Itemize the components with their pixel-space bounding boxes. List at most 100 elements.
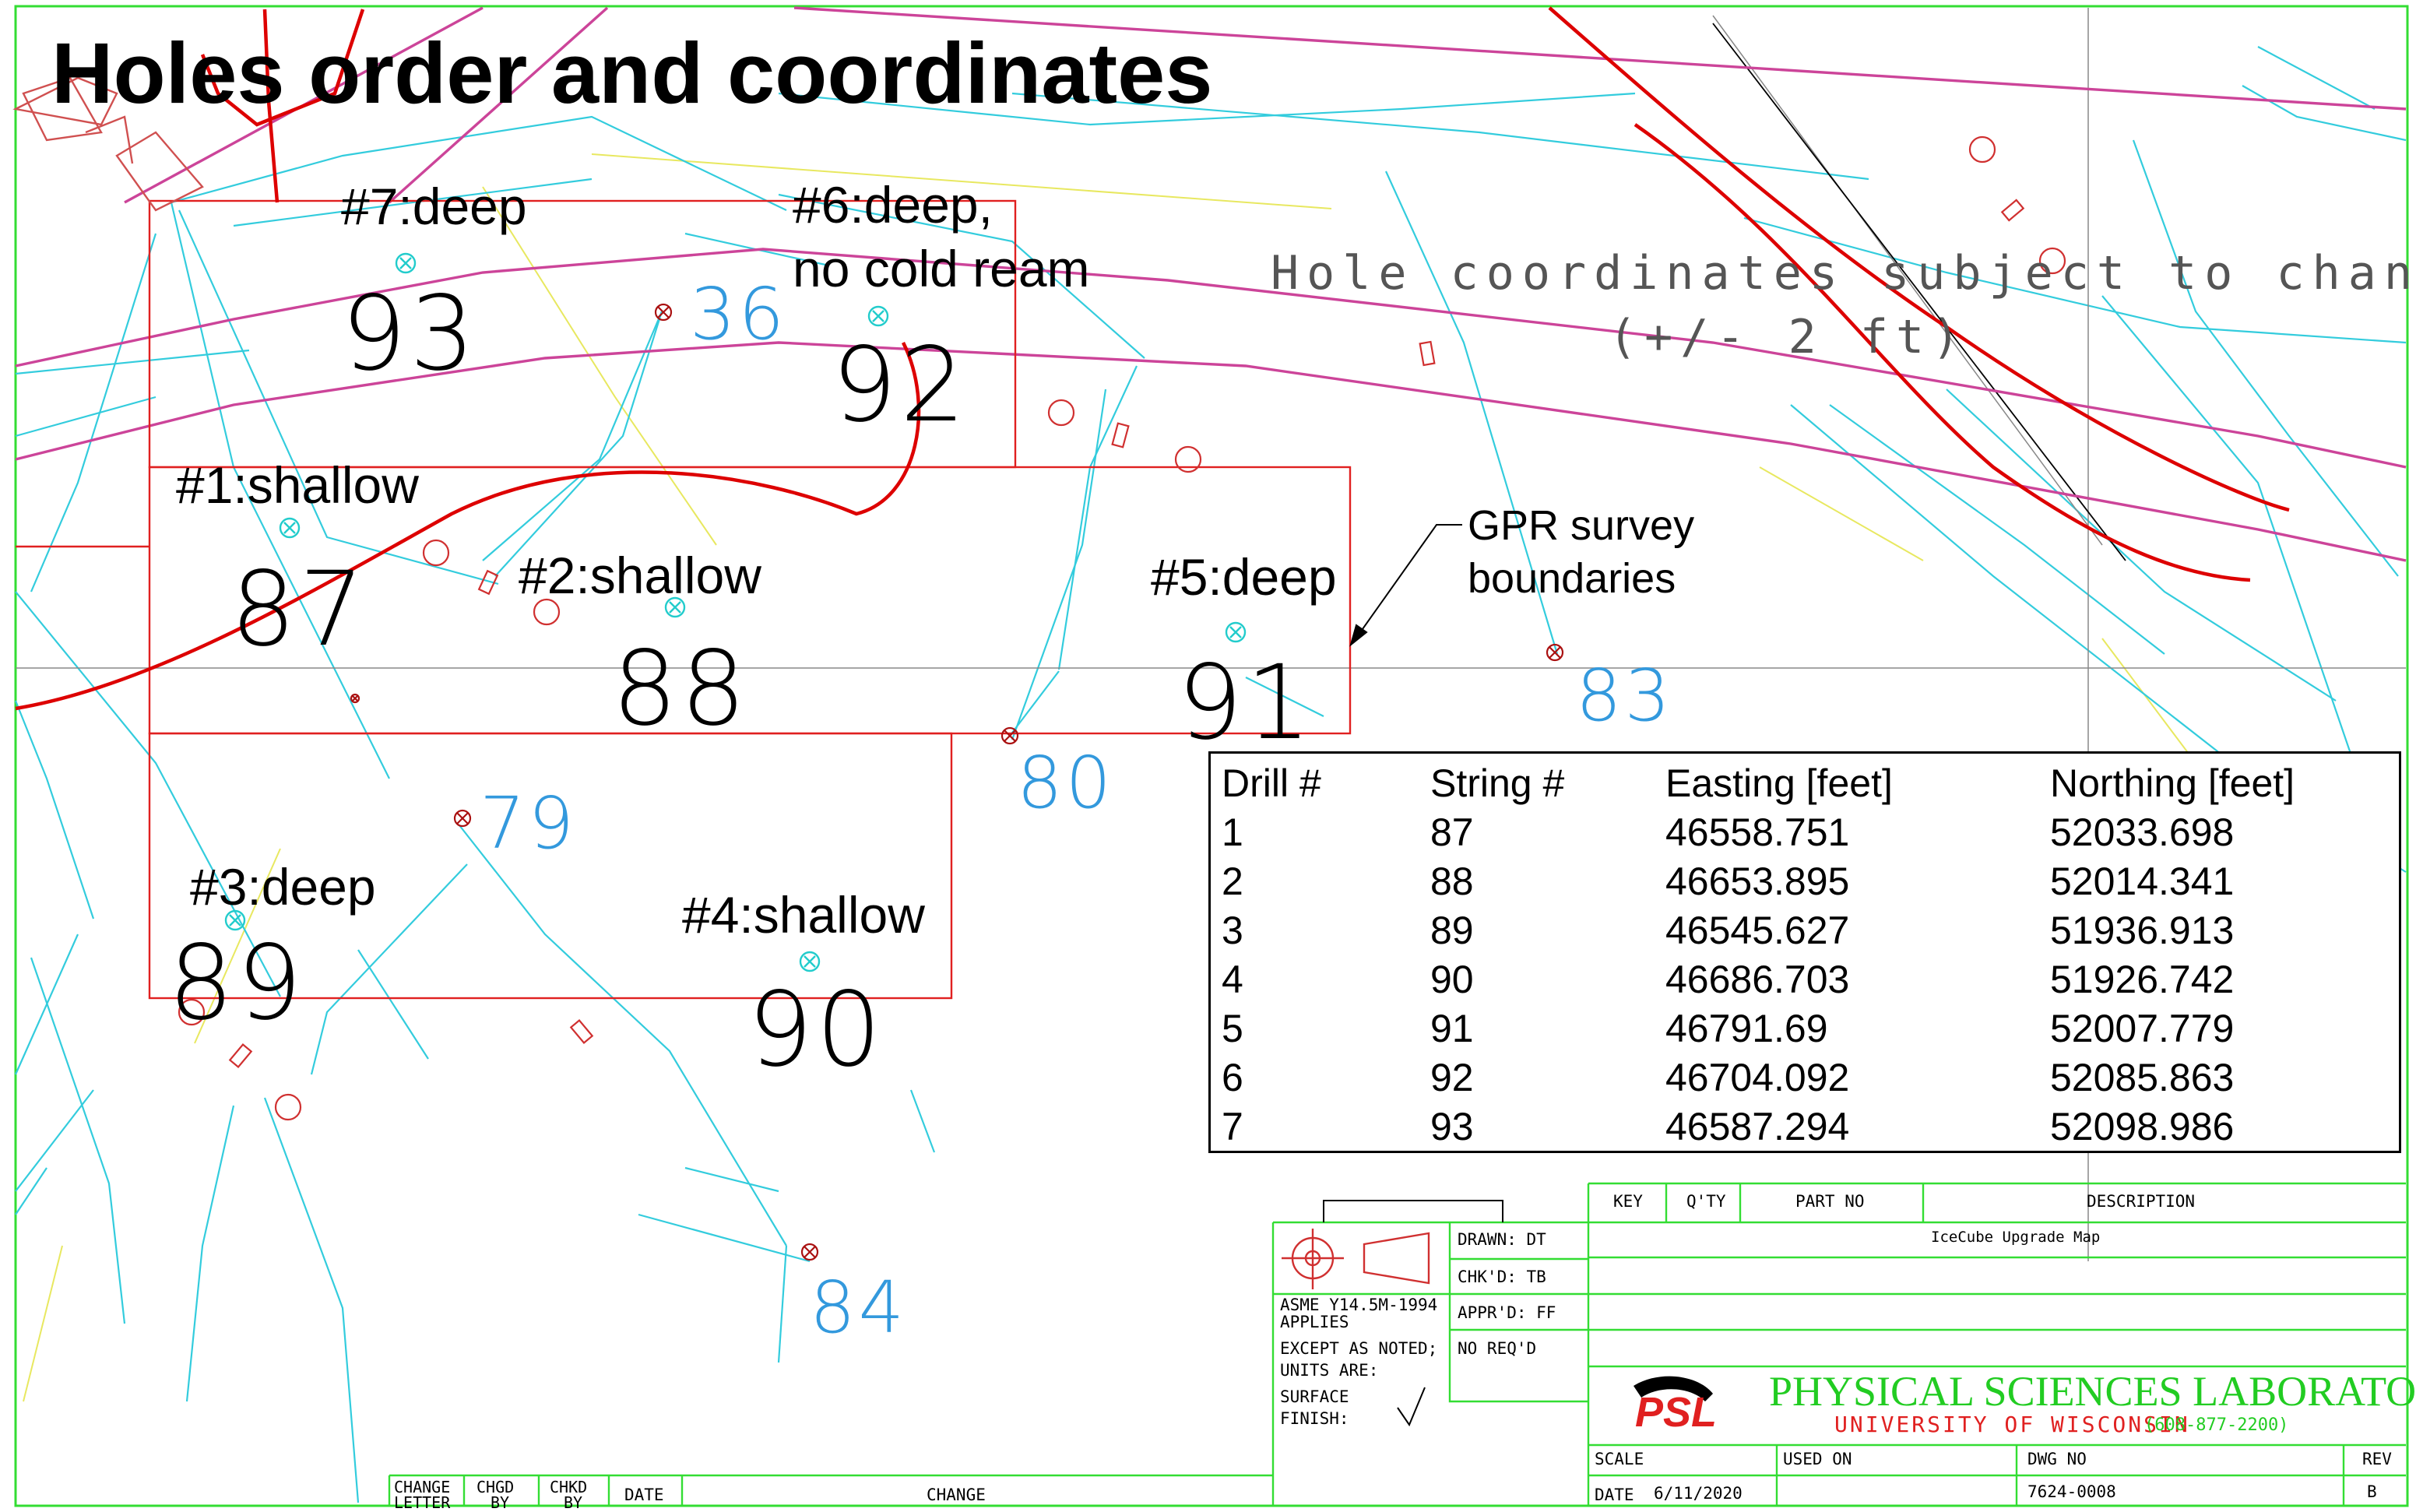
tb-asme: ASME Y14.5M-1994 (1280, 1296, 1438, 1314)
drill-label-6-note: no cold ream (793, 240, 1090, 297)
cell: 46587.294 (1665, 1104, 1850, 1148)
tb-no-reqd: NO REQ'D (1458, 1339, 1537, 1358)
drill-label-4: #4:shallow (682, 886, 925, 944)
tb-chkd: CHK'D: TB (1458, 1268, 1546, 1286)
coordinates-notice-line1: Hole coordinates subject to change (1271, 246, 2416, 301)
change-date-label: DATE (624, 1486, 664, 1504)
tb-qty: Q'TY (1686, 1192, 1726, 1211)
drill-label-7: #7:deep (341, 178, 527, 235)
red-markers (178, 135, 2066, 1121)
drill-label-6: #6:deep, (793, 176, 993, 234)
building-outlines (12, 76, 204, 212)
hole-79: 79 (480, 782, 578, 865)
chkd-by-label: CHKD (550, 1478, 588, 1496)
cable-lines (14, 46, 2407, 1503)
tb-scale: SCALE (1595, 1450, 1644, 1468)
cell: 87 (1430, 810, 1474, 854)
string-93: 93 (341, 274, 478, 394)
lab-name: PHYSICAL SCIENCES LABORATORY (1769, 1368, 2416, 1415)
cell: 46653.895 (1665, 859, 1850, 903)
psl-logo-text: PSL (1635, 1389, 1717, 1436)
tb-drawn: DRAWN: DT (1458, 1230, 1546, 1249)
psl-logo-icon: PSL (1634, 1376, 1717, 1436)
tb-rev-label: REV (2362, 1450, 2392, 1468)
cell: 88 (1430, 859, 1474, 903)
cell: 91 (1430, 1006, 1474, 1050)
drill-label-3: #3:deep (190, 858, 376, 916)
change-label: CHANGE (927, 1486, 986, 1504)
cell: 46704.092 (1665, 1055, 1850, 1099)
hole-83: 83 (1576, 654, 1674, 737)
tb-finish: FINISH: (1280, 1409, 1349, 1428)
finish-check-icon (1397, 1387, 1426, 1427)
cell: 46558.751 (1665, 810, 1850, 854)
cell: 93 (1430, 1104, 1474, 1148)
cell: 52014.341 (2050, 859, 2235, 903)
reference-line-black (1712, 23, 2126, 561)
tb-key: KEY (1613, 1192, 1643, 1211)
chgd-by-label2: BY (491, 1493, 510, 1512)
university-name: UNIVERSITY OF WISCONSIN (1834, 1412, 2190, 1437)
cell: 52007.779 (2050, 1006, 2235, 1050)
red-cables (15, 6, 2290, 711)
change-letter-label: CHANGE (394, 1478, 451, 1496)
cell: 7 (1222, 1104, 1243, 1148)
hole-36: 36 (690, 273, 788, 356)
tb-asme-applies: APPLIES (1280, 1313, 1349, 1331)
tb-units: UNITS ARE: (1280, 1361, 1379, 1380)
cell: 51936.913 (2050, 908, 2235, 952)
table-row: 6 92 46704.092 52085.863 (1222, 1053, 2295, 1102)
gpr-label-line1: GPR survey (1468, 502, 1695, 549)
change-letter-label2: LETTER (394, 1493, 451, 1512)
projection-symbol (1282, 1229, 1430, 1289)
tb-surface: SURFACE (1280, 1387, 1349, 1406)
tb-desc-value: IceCube Upgrade Map (1931, 1229, 2101, 1246)
tb-rev-value: B (2367, 1482, 2377, 1501)
drill-markers (224, 252, 1247, 972)
hole-markers (350, 303, 1564, 1261)
cell: 46545.627 (1665, 908, 1850, 952)
hole-80: 80 (1017, 741, 1115, 825)
col-easting: Easting [feet] (1665, 761, 1893, 805)
col-drill: Drill # (1222, 761, 1321, 805)
string-92: 92 (832, 325, 969, 445)
road-lines (15, 6, 2407, 562)
string-88: 88 (612, 629, 749, 749)
cell: 3 (1222, 908, 1243, 952)
chgd-by-label: CHGD (477, 1478, 515, 1496)
cell: 90 (1430, 957, 1474, 1001)
tb-part-no: PART NO (1795, 1192, 1865, 1211)
cell: 92 (1430, 1055, 1474, 1099)
col-string: String # (1430, 761, 1565, 805)
drill-label-5: #5:deep (1151, 548, 1337, 606)
cell: 6 (1222, 1055, 1243, 1099)
col-northing: Northing [feet] (2050, 761, 2295, 805)
cell: 4 (1222, 957, 1243, 1001)
string-90: 90 (747, 970, 884, 1090)
coordinates-table: Drill # String # Easting [feet] Northing… (1208, 751, 2401, 1153)
cell: 52098.986 (2050, 1104, 2235, 1148)
cell: 46791.69 (1665, 1006, 1828, 1050)
cell: 51926.742 (2050, 957, 2235, 1001)
lab-phone: (608-877-2200) (2144, 1415, 2289, 1435)
cell: 52085.863 (2050, 1055, 2235, 1099)
table-row: 7 93 46587.294 52098.986 (1222, 1102, 2295, 1151)
drill-label-1: #1:shallow (176, 456, 419, 514)
hole-84: 84 (810, 1266, 908, 1349)
tb-description: DESCRIPTION (2087, 1192, 2196, 1211)
projection-box (1323, 1200, 1503, 1222)
drill-label-2: #2:shallow (519, 547, 761, 604)
table-row: 5 91 46791.69 52007.779 (1222, 1004, 2295, 1053)
tb-dwg-no-label: DWG NO (2027, 1450, 2087, 1468)
title-block-lines (388, 1182, 2406, 1506)
cell: 5 (1222, 1006, 1243, 1050)
coordinates-notice-line2: (+/- 2 ft) (1609, 310, 1968, 364)
tb-used-on: USED ON (1783, 1450, 1852, 1468)
tb-date-value: 6/11/2020 (1654, 1484, 1743, 1503)
tb-dwg-no-value: 7624-0008 (2027, 1482, 2116, 1501)
tb-except: EXCEPT AS NOTED; (1280, 1339, 1438, 1358)
